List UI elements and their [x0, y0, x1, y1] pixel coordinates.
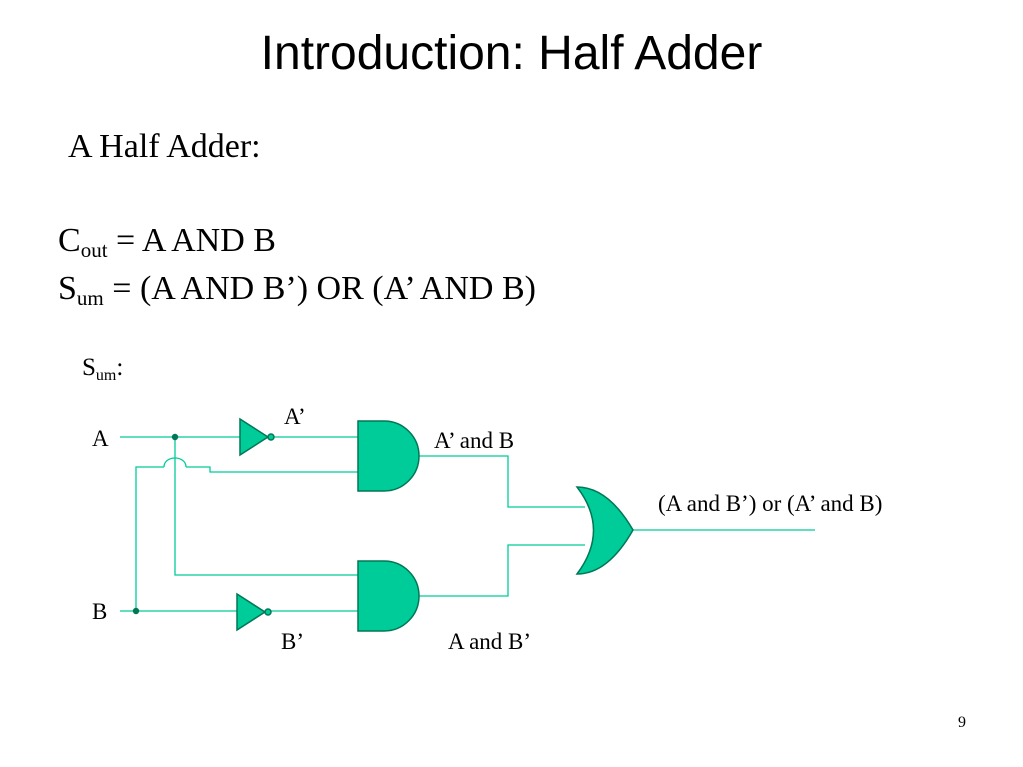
not-gate-b-bubble — [264, 608, 272, 616]
not-gate-b — [236, 592, 272, 632]
sum-expression: = (A AND B’) OR (A’ AND B) — [103, 270, 536, 307]
wires — [120, 436, 815, 612]
cout-expression: = A AND B — [107, 222, 276, 259]
wire-b-to-top-and — [186, 466, 358, 473]
sum-equation: Sum = (A AND B’) OR (A’ AND B) — [58, 270, 536, 311]
input-a-label: A — [92, 426, 109, 451]
cout-var: C — [58, 222, 81, 259]
bottom-and-output-label: A and B’ — [448, 629, 531, 654]
junction-a — [171, 433, 179, 441]
top-and-output-label: A’ and B — [434, 428, 514, 453]
sum-circuit-label: Sum: — [82, 354, 123, 385]
wire-a-to-bottom-and — [174, 437, 358, 576]
wire-b-up — [135, 466, 164, 611]
not-a-label: A’ — [284, 404, 306, 429]
wire-b-crossover — [163, 457, 187, 468]
wire-top-and-to-or — [419, 455, 585, 508]
wire-bottom-and-to-or — [419, 544, 585, 597]
page-number: 9 — [958, 714, 966, 731]
input-b-label: B — [92, 599, 107, 624]
not-gate-a-body — [239, 417, 270, 457]
slide-title: Introduction: Half Adder — [260, 27, 763, 80]
sum-label-subscript: um — [95, 367, 117, 384]
not-gate-a — [239, 417, 275, 457]
subtitle: A Half Adder: — [68, 128, 261, 165]
junction-b — [132, 607, 140, 615]
sum-subscript: um — [76, 286, 104, 310]
not-b-label: B’ — [281, 629, 304, 654]
not-gate-b-body — [236, 592, 267, 632]
cout-equation: Cout = A AND B — [58, 222, 276, 263]
and-gate-top — [357, 420, 420, 492]
sum-label-var: S — [82, 354, 96, 381]
and-gate-bottom — [357, 560, 420, 632]
sum-label-suffix: : — [116, 354, 124, 381]
cout-subscript: out — [80, 238, 108, 262]
or-output-label: (A and B’) or (A’ and B) — [658, 491, 882, 516]
not-gate-a-bubble — [267, 433, 275, 441]
or-gate — [575, 486, 634, 575]
sum-var: S — [58, 270, 77, 307]
